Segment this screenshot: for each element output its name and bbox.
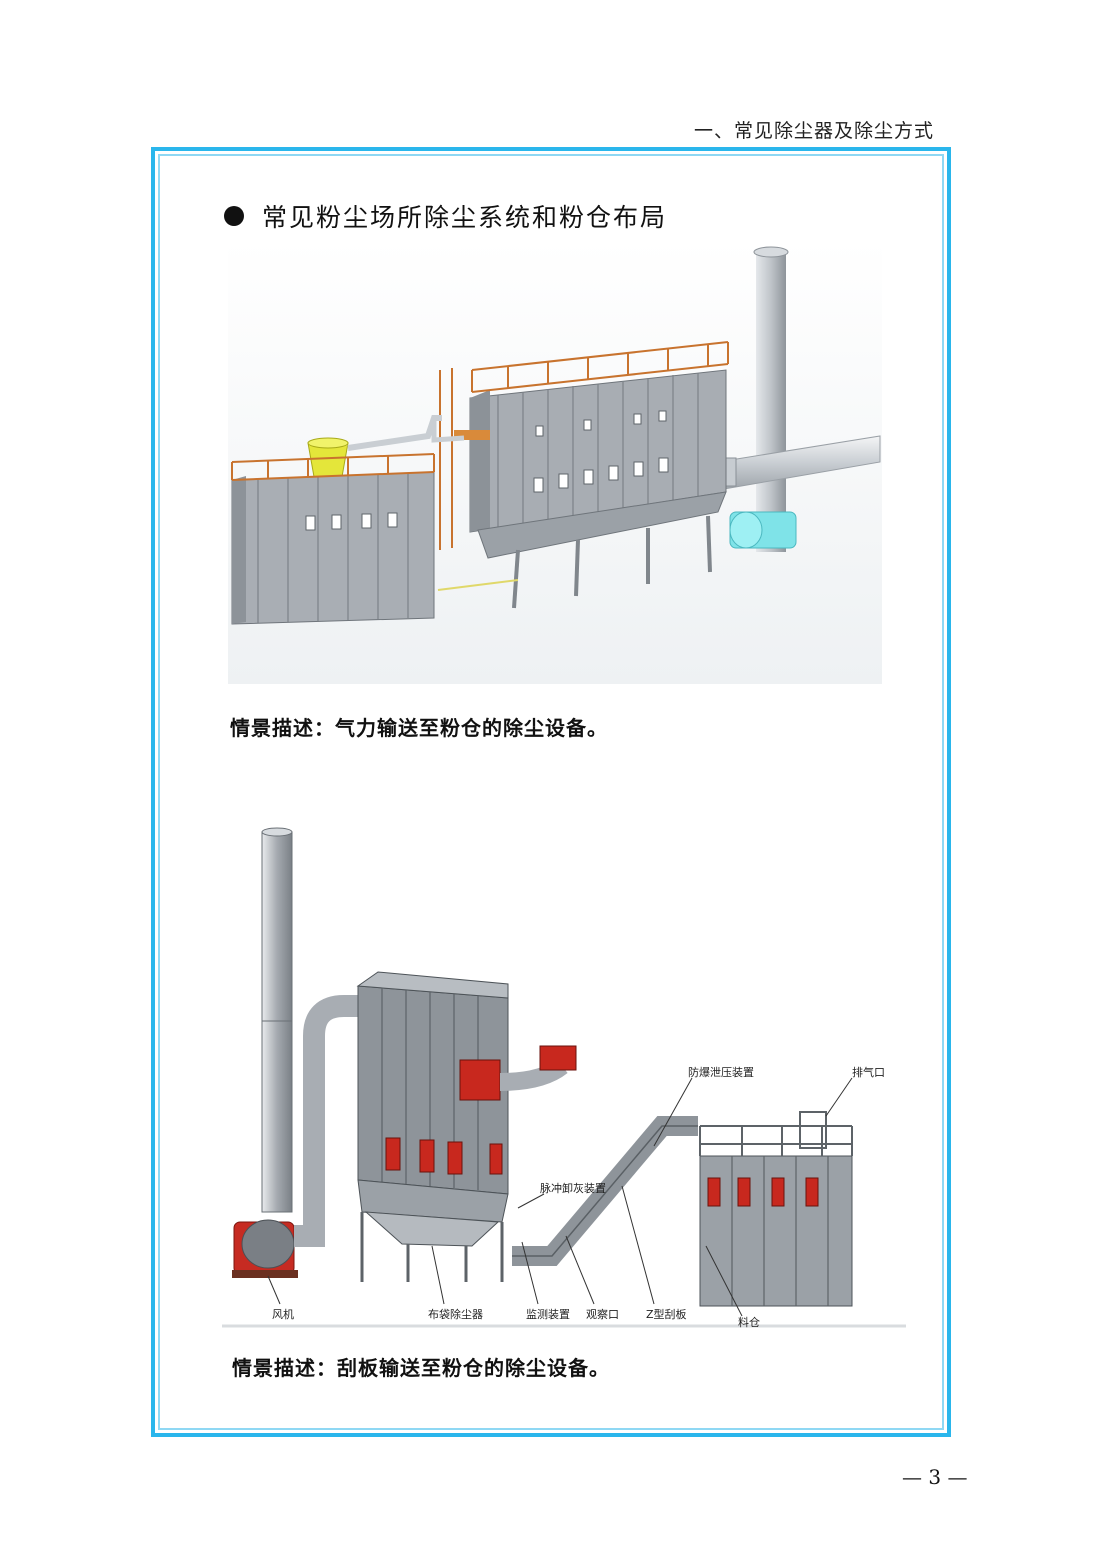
page-number: — 3 — [902,1465,968,1489]
label-explosion-vent: 防爆泄压装置 [688,1065,754,1079]
section-heading-text: 常见粉尘场所除尘系统和粉仓布局 [262,203,668,232]
powder-silo [231,453,435,625]
figure1-caption: 情景描述：气力输送至粉仓的除尘设备。 [230,716,608,740]
label-exhaust: 排气口 [852,1065,885,1079]
figure2-caption: 情景描述：刮板输送至粉仓的除尘设备。 [232,1356,610,1380]
label-ash-discharge: 脉冲卸灰装置 [540,1181,606,1195]
content-frame [151,147,951,1437]
label-silo: 料仓 [738,1315,760,1329]
header-title: 一、常见除尘器及除尘方式 [693,120,934,142]
fan-unit [729,511,797,549]
label-fan: 风机 [272,1307,294,1321]
label-monitor: 监测装置 [526,1308,570,1321]
exhaust-stack [261,827,293,1213]
label-bag-filter: 布袋除尘器 [428,1307,483,1321]
figure-pneumatic-dust-system [228,240,882,684]
fan-motor [232,1219,298,1278]
bag-filter-house [356,971,577,1282]
chimney [753,246,789,552]
figure-scraper-dust-system: 风机 布袋除尘器 脉冲卸灰装置 监测装置 观察口 Z型刮板 料仓 防爆泄压装置 … [222,826,906,1332]
large-bag-filter [439,341,729,609]
label-z-conveyor: Z型刮板 [646,1307,687,1321]
label-inspection-port: 观察口 [586,1307,619,1321]
bullet-icon [224,206,244,226]
silo-bin [699,1111,853,1307]
section-heading: 常见粉尘场所除尘系统和粉仓布局 [224,198,667,234]
z-scraper-conveyor [512,1116,698,1266]
